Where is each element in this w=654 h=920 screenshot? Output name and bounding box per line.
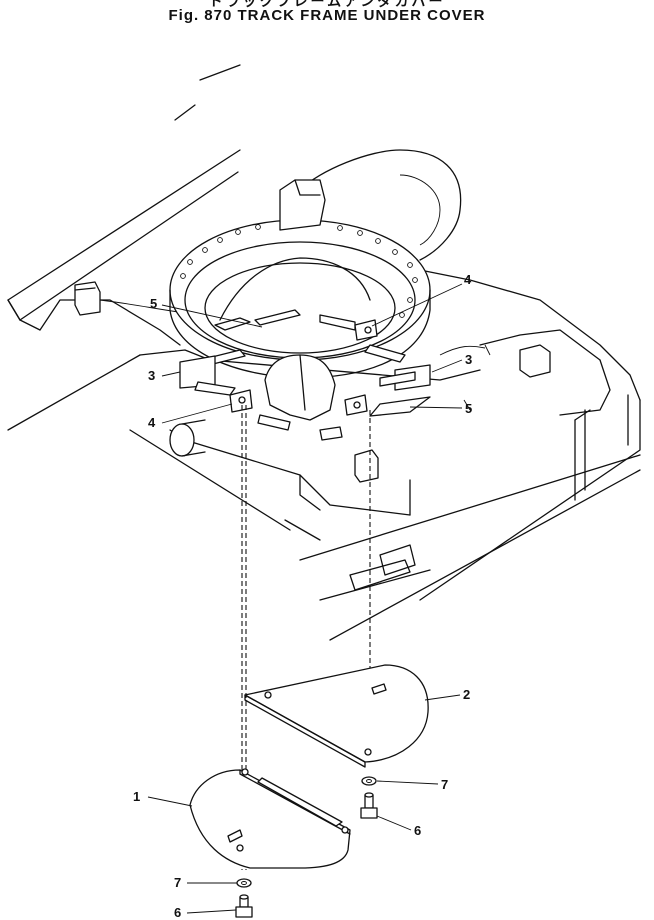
- callout-1: 1: [133, 789, 140, 804]
- leader-lines: [147, 283, 471, 914]
- figure-title: Fig. 870 TRACK FRAME UNDER COVER: [168, 7, 486, 24]
- under-cover-2: [244, 664, 429, 768]
- callout-7-left: 7: [174, 875, 181, 890]
- callout-labels: 1 2 3 3 4 4 5 5 6 6 7 7: [133, 272, 472, 920]
- callout-7-right: 7: [441, 777, 448, 792]
- callout-4-left: 4: [148, 415, 156, 430]
- figure-title-japanese: トラックフレームアンダカバー: [208, 0, 446, 9]
- callout-4-right: 4: [464, 272, 472, 287]
- fasteners: [235, 776, 378, 918]
- under-cover-1: [189, 768, 351, 869]
- track-frame: [7, 64, 641, 641]
- callout-6-right: 6: [414, 823, 421, 838]
- callout-5-left: 5: [150, 296, 157, 311]
- callout-3-left: 3: [148, 368, 155, 383]
- mounting-plates: [179, 309, 431, 441]
- callout-5-right: 5: [465, 401, 472, 416]
- callout-3-right: 3: [465, 352, 472, 367]
- callout-6-left: 6: [174, 905, 181, 920]
- callout-2: 2: [463, 687, 470, 702]
